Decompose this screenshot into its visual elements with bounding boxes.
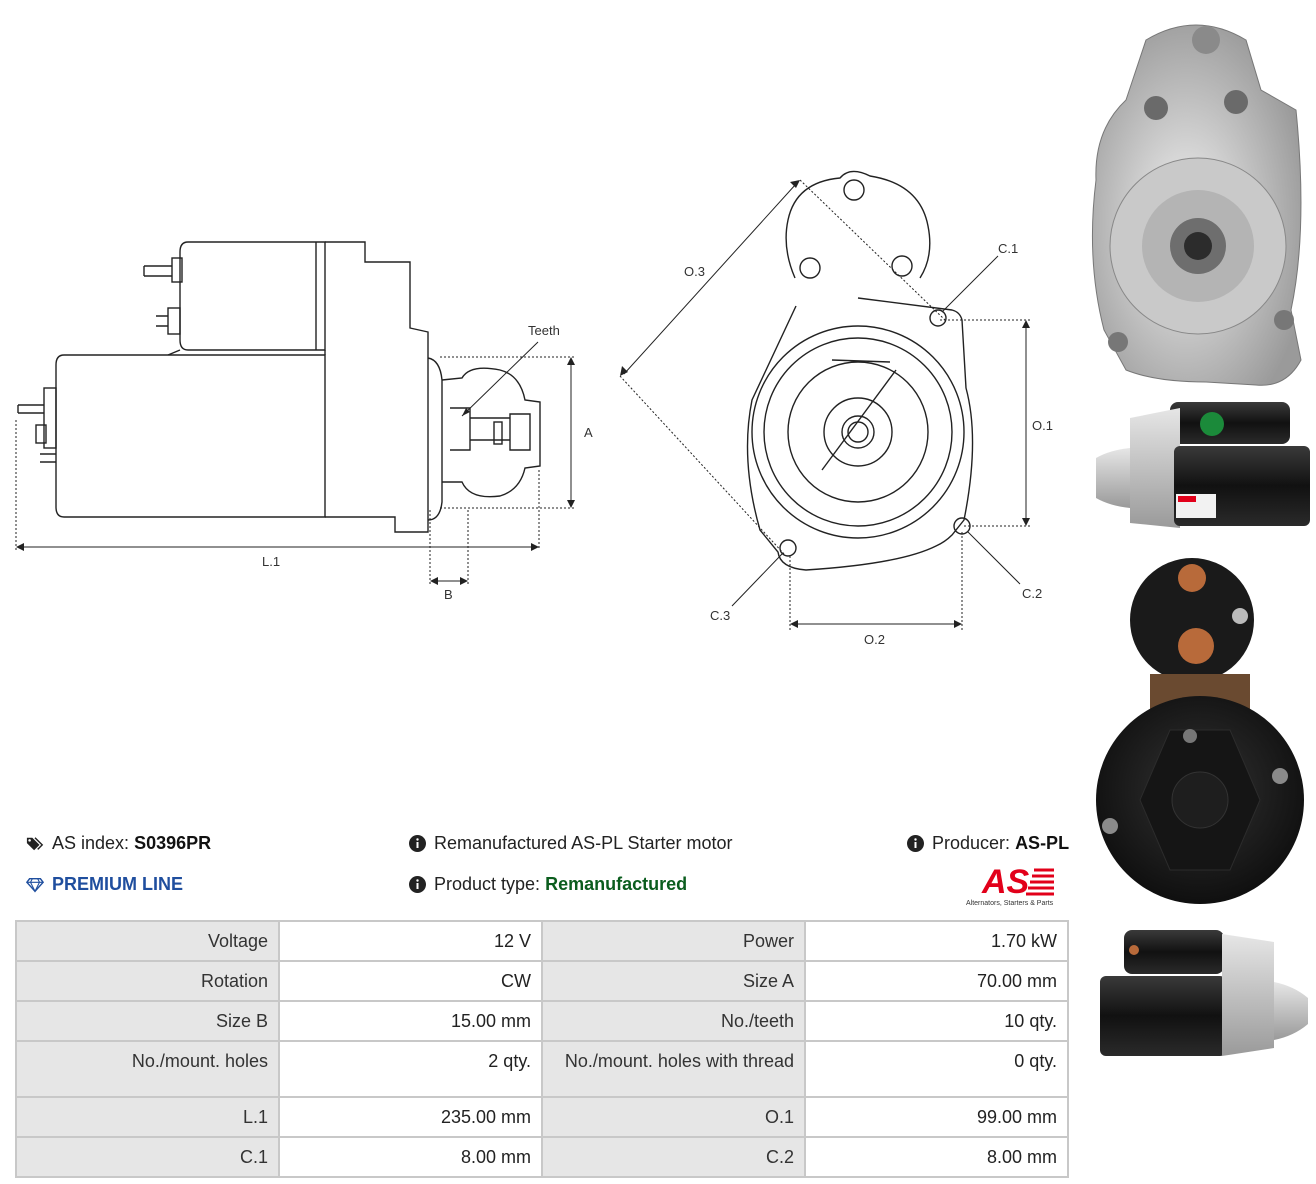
product-type-value: Remanufactured (545, 874, 688, 894)
spec-table: Voltage 12 V Power 1.70 kW Rotation CW S… (15, 920, 1069, 1178)
table-row: C.1 8.00 mm C.2 8.00 mm (15, 1136, 1069, 1178)
spec-key: Rotation (15, 960, 280, 1002)
spec-key: No./teeth (541, 1000, 806, 1042)
info-icon (408, 876, 426, 894)
spec-value: 99.00 mm (804, 1096, 1069, 1138)
label-c1: C.1 (998, 241, 1018, 256)
spec-key: L.1 (15, 1096, 280, 1138)
spec-key: No./mount. holes (15, 1040, 280, 1098)
as-index-value: S0396PR (134, 833, 212, 853)
product-type: Product type: Remanufactured (408, 874, 687, 895)
logo-text: AS (981, 863, 1030, 901)
table-row: No./mount. holes 2 qty. No./mount. holes… (15, 1040, 1069, 1098)
label-b: B (444, 587, 453, 602)
table-row: Rotation CW Size A 70.00 mm (15, 960, 1069, 1002)
producer: Producer: AS-PL (906, 833, 1069, 854)
description-text: Remanufactured AS-PL Starter motor (434, 833, 733, 853)
spec-value: 1.70 kW (804, 920, 1069, 962)
spec-value: 235.00 mm (278, 1096, 543, 1138)
spec-value: 70.00 mm (804, 960, 1069, 1002)
spec-key: Voltage (15, 920, 280, 962)
as-index: AS index: S0396PR (26, 833, 211, 854)
label-teeth: Teeth (528, 323, 560, 338)
product-type-label: Product type: (434, 874, 541, 894)
label-a: A (584, 425, 593, 440)
label-o2: O.2 (864, 632, 885, 647)
info-icon (408, 835, 426, 853)
spec-value: 8.00 mm (804, 1136, 1069, 1178)
table-row: Voltage 12 V Power 1.70 kW (15, 920, 1069, 962)
label-o1: O.1 (1032, 418, 1053, 433)
producer-label: Producer: (932, 833, 1011, 853)
spec-value: 10 qty. (804, 1000, 1069, 1042)
as-index-label: AS index: (52, 833, 130, 853)
diamond-icon (26, 876, 44, 894)
tags-icon (26, 835, 44, 853)
spec-value: 8.00 mm (278, 1136, 543, 1178)
premium-line-badge: PREMIUM LINE (26, 874, 183, 895)
table-row: Size B 15.00 mm No./teeth 10 qty. (15, 1000, 1069, 1042)
spec-key: C.2 (541, 1136, 806, 1178)
spec-value: 15.00 mm (278, 1000, 543, 1042)
spec-key: Power (541, 920, 806, 962)
product-photo-rear (1096, 558, 1304, 904)
product-description: Remanufactured AS-PL Starter motor (408, 833, 732, 854)
spec-value: CW (278, 960, 543, 1002)
spec-key: Size B (15, 1000, 280, 1042)
spec-value: 2 qty. (278, 1040, 543, 1098)
front-view-drawing: O.3 C.1 O.1 C.2 C.3 O.2 (619, 170, 1053, 647)
info-icon (906, 835, 924, 853)
logo-tagline: Alternators, Starters & Parts (966, 900, 1054, 907)
product-photo-side-2 (1100, 930, 1308, 1056)
premium-line-text: PREMIUM LINE (52, 874, 184, 894)
product-photo-front (1091, 24, 1302, 386)
product-photo-side-1 (1096, 402, 1310, 528)
table-row: L.1 235.00 mm O.1 99.00 mm (15, 1096, 1069, 1138)
side-view-drawing: Teeth A L.1 B (15, 241, 593, 602)
spec-value: 0 qty. (804, 1040, 1069, 1098)
producer-value: AS-PL (1015, 833, 1070, 853)
label-l1: L.1 (262, 554, 280, 569)
spec-key: No./mount. holes with thread (541, 1040, 806, 1098)
label-c3: C.3 (710, 608, 730, 623)
spec-value: 12 V (278, 920, 543, 962)
label-c2: C.2 (1022, 586, 1042, 601)
spec-key: C.1 (15, 1136, 280, 1178)
label-o3: O.3 (684, 264, 705, 279)
spec-key: Size A (541, 960, 806, 1002)
as-pl-logo: AS Alternators, Starters & Parts (962, 862, 1068, 908)
spec-key: O.1 (541, 1096, 806, 1138)
